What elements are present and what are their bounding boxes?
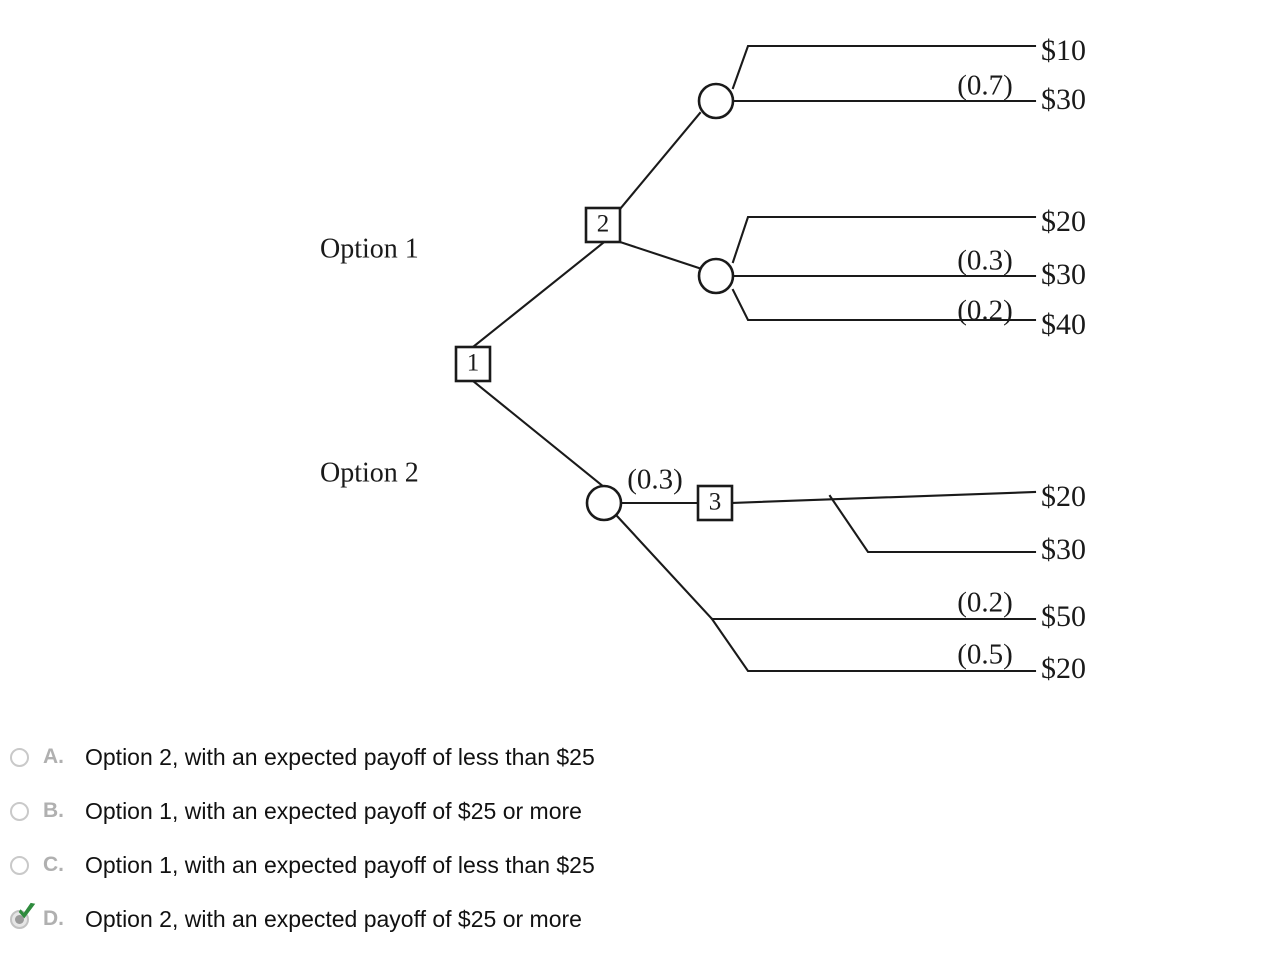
tree-branch [618, 111, 702, 211]
option-branch-label: Option 2 [320, 457, 419, 488]
decision-tree-svg: 1 2 3 Option 1 Option 2 (0.7) (0.3) (0.2) (0.3)… [320, 34, 1086, 685]
tree-branch [731, 288, 1037, 322]
answer-text: Option 1, with an expected payoff of $25… [85, 797, 582, 824]
tree-branch [731, 44, 1037, 90]
tree-labels: Option 1 Option 2 (0.7) (0.3) (0.2) (0.3) (0.2… [320, 34, 1086, 685]
decision-node-box [454, 345, 492, 383]
radio-wrapper[interactable] [10, 855, 29, 875]
tree-branch [618, 240, 701, 270]
payoff-value-label: $20 [1041, 652, 1086, 685]
payoff-value-label: $50 [1041, 600, 1086, 633]
branch-probability-label: (0.2) [957, 587, 1013, 619]
payoff-value-label: $20 [1041, 480, 1086, 513]
answer-option-row[interactable]: C. Option 1, with an expected payoff of l… [0, 838, 1262, 892]
chance-node-circle [697, 82, 735, 120]
answer-choice-list: A. Option 2, with an expected payoff of l… [0, 730, 1262, 946]
answer-letter: B. [43, 799, 64, 822]
tree-branch [471, 379, 606, 489]
payoff-value-label: $40 [1041, 308, 1086, 341]
decision-tree-diagram: 1 2 3 Option 1 Option 2 (0.7) (0.3) (0.2) (0.3)… [320, 34, 1086, 685]
payoff-value-label: $30 [1041, 533, 1086, 566]
tree-branch [731, 215, 1037, 264]
branch-probability-label: (0.3) [957, 245, 1013, 277]
radio-wrapper[interactable] [10, 801, 29, 821]
tree-edges [471, 44, 1037, 673]
payoff-value-label: $10 [1041, 34, 1086, 67]
decision-node-box [696, 484, 734, 522]
branch-probability-label: (0.7) [957, 70, 1013, 102]
decision-node-label: 1 [467, 350, 480, 377]
answer-text: Option 2, with an expected payoff of $25… [85, 905, 582, 932]
radio-wrapper[interactable] [10, 747, 29, 767]
radio-button[interactable] [10, 747, 29, 767]
branch-probability-label: (0.5) [957, 639, 1013, 671]
answer-text: Option 2, with an expected payoff of les… [85, 743, 595, 770]
answer-text: Option 1, with an expected payoff of les… [85, 851, 595, 878]
tree-branch [710, 617, 1037, 673]
answer-option-row[interactable]: A. Option 2, with an expected payoff of l… [0, 730, 1262, 784]
radio-button[interactable] [10, 801, 29, 821]
answer-letter: D. [43, 907, 64, 930]
branch-probability-label: (0.2) [957, 295, 1013, 327]
decision-node-label: 3 [709, 489, 722, 516]
tree-branch [828, 494, 1037, 554]
answer-letter: A. [43, 745, 64, 768]
radio-button[interactable] [10, 855, 29, 875]
decision-node-box [584, 206, 622, 244]
payoff-value-label: $20 [1041, 205, 1086, 238]
radio-button-selected[interactable] [10, 909, 29, 929]
answer-option-row[interactable]: D. Option 2, with an expected payoff of $… [0, 892, 1262, 946]
answer-letter: C. [43, 853, 64, 876]
decision-node-label: 2 [597, 211, 610, 238]
answer-option-row[interactable]: B. Option 1, with an expected payoff of $… [0, 784, 1262, 838]
chance-node-circle [585, 484, 623, 522]
radio-wrapper[interactable] [10, 902, 36, 929]
chance-node-circle [697, 257, 735, 295]
payoff-value-label: $30 [1041, 258, 1086, 291]
option-branch-label: Option 1 [320, 233, 419, 264]
tree-branch [471, 241, 605, 349]
branch-probability-label: (0.3) [627, 464, 683, 496]
payoff-value-label: $30 [1041, 83, 1086, 116]
tree-nodes: 1 2 3 [454, 82, 735, 522]
tree-branch [728, 490, 1037, 505]
